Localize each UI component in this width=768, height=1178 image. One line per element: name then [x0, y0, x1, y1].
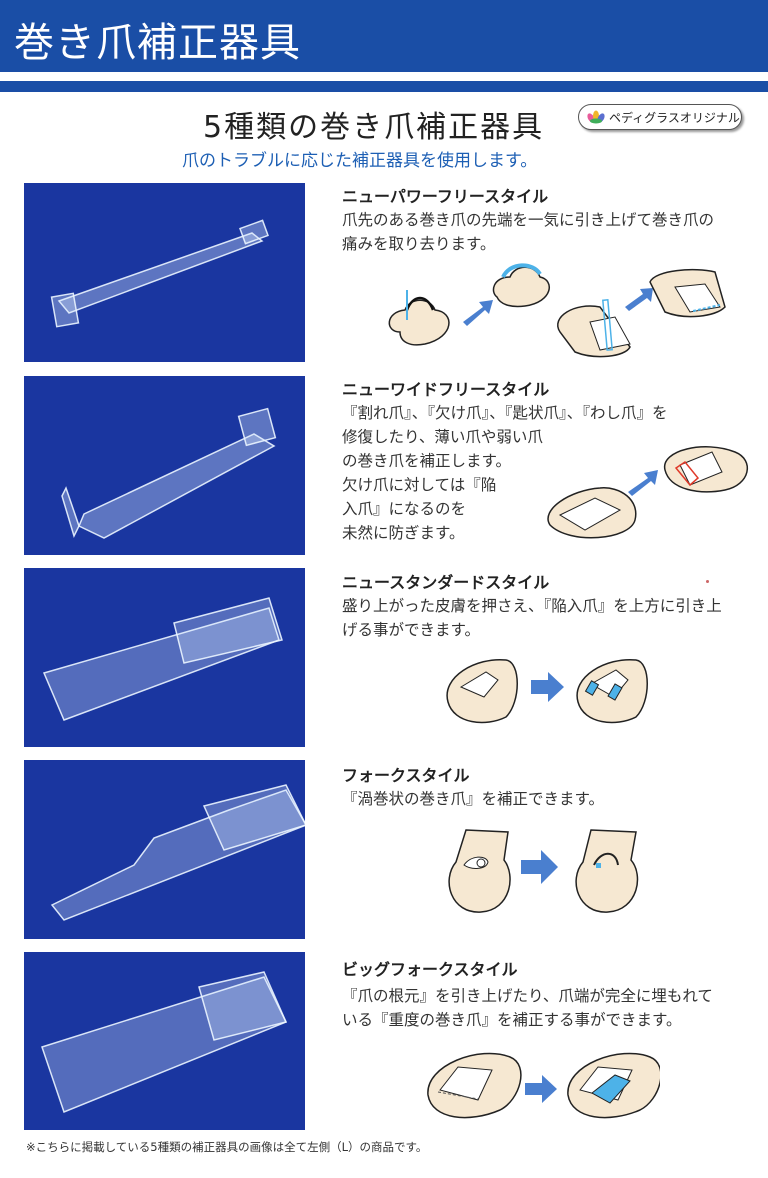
page-title: 巻き爪補正器具	[14, 20, 301, 66]
section-subtitle: 爪のトラブルに応じた補正器具を使用します。	[182, 151, 538, 171]
item-desc-new-wide-free: 『割れ爪』、『欠け爪』、『匙状爪』、『わし爪』を 修復したり、薄い爪や弱い爪 の…	[342, 401, 668, 545]
flower-logo-icon	[587, 110, 605, 124]
item-desc-new-power-free: 爪先のある巻き爪の先端を一気に引き上げて巻き爪の 痛みを取り去ります。	[342, 208, 714, 256]
illustration-fork	[448, 829, 639, 913]
brand-badge: ペディグラスオリジナル	[578, 104, 742, 130]
illustration-new-power-free	[388, 263, 726, 358]
item-title-new-standard: ニュースタンダードスタイル	[342, 573, 550, 592]
desc-line: げる事ができます。	[342, 621, 480, 639]
desc-line: 『割れ爪』、『欠け爪』、『匙状爪』、『わし爪』を	[342, 404, 668, 422]
section-title: 5種類の巻き爪補正器具	[203, 110, 545, 145]
desc-line: 修復したり、薄い爪や弱い爪	[342, 428, 543, 446]
desc-line: の巻き爪を補正します。	[342, 452, 511, 470]
header-bar: 巻き爪補正器具	[0, 0, 768, 72]
item-title-new-power-free: ニューパワーフリースタイル	[342, 187, 549, 206]
print-speck	[706, 580, 709, 583]
desc-line: 痛みを取り去ります。	[342, 235, 496, 253]
item-title-big-fork: ビッグフォークスタイル	[342, 960, 518, 979]
footnote: ※こちらに掲載している5種類の補正器具の画像は全て左側（L）の商品です。	[26, 1140, 428, 1154]
item-title-fork: フォークスタイル	[342, 766, 470, 785]
desc-line: 入爪』になるのを	[342, 500, 467, 518]
brand-badge-label: ペディグラスオリジナル	[609, 110, 740, 125]
illustration-big-fork	[427, 1052, 660, 1119]
product-image-new-wide-free	[24, 376, 305, 555]
desc-line: 欠け爪に対しては『陥	[342, 476, 497, 494]
item-desc-fork: 『渦巻状の巻き爪』を補正できます。	[342, 787, 604, 811]
product-image-fork	[24, 760, 305, 939]
product-image-big-fork	[24, 952, 305, 1130]
header-divider-blue	[0, 81, 768, 92]
desc-line: 爪先のある巻き爪の先端を一気に引き上げて巻き爪の	[342, 211, 715, 229]
item-title-new-wide-free: ニューワイドフリースタイル	[342, 380, 550, 399]
desc-line: 『爪の根元』を引き上げたり、爪端が完全に埋もれて	[342, 987, 713, 1005]
product-image-new-power-free	[24, 183, 305, 362]
desc-line: いる『重度の巻き爪』を補正する事ができます。	[342, 1011, 682, 1029]
desc-line: 盛り上がった皮膚を押さえ、『陥入爪』を上方に引き上	[342, 597, 722, 615]
illustration-new-wide-free	[547, 446, 749, 539]
header-divider-white	[0, 72, 768, 81]
desc-line: 未然に防ぎます。	[342, 524, 465, 542]
illustration-new-standard	[446, 659, 648, 724]
product-image-new-standard	[24, 568, 305, 747]
item-desc-new-standard: 盛り上がった皮膚を押さえ、『陥入爪』を上方に引き上 げる事ができます。	[342, 594, 722, 642]
desc-line: 『渦巻状の巻き爪』を補正できます。	[342, 790, 604, 808]
item-desc-big-fork: 『爪の根元』を引き上げたり、爪端が完全に埋もれて いる『重度の巻き爪』を補正する…	[342, 984, 713, 1032]
